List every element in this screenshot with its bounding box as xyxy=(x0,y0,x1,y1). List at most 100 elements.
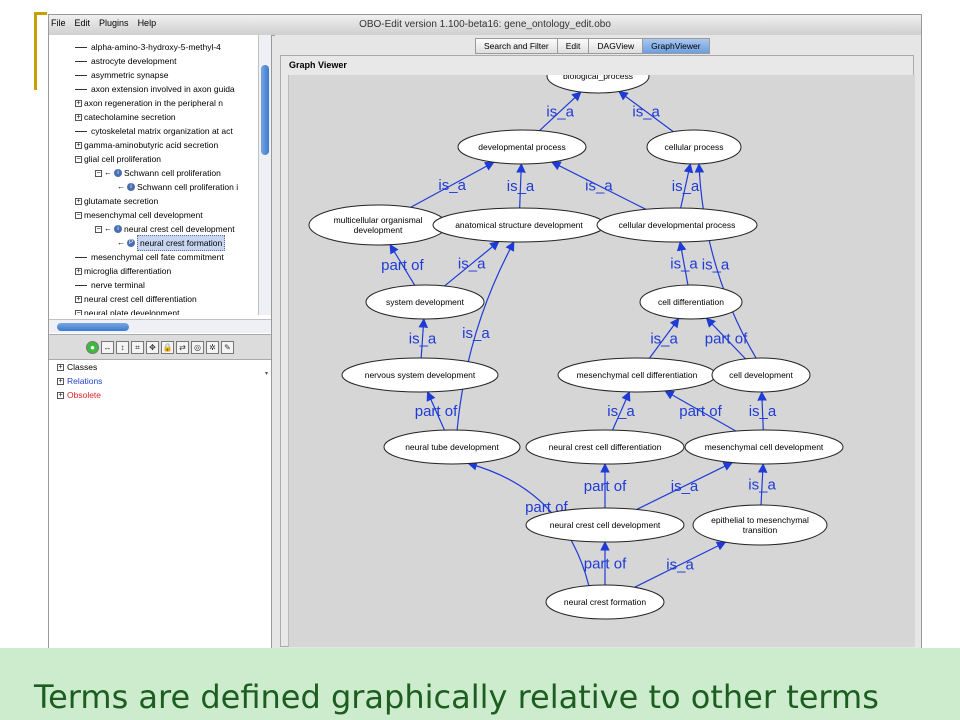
graph-edge[interactable] xyxy=(705,317,746,360)
graph-edge[interactable] xyxy=(516,163,526,209)
menu-plugins[interactable]: Plugins xyxy=(99,18,129,28)
is-a-relation-icon[interactable]: i xyxy=(127,183,135,191)
tree-horizontal-scrollbar[interactable] xyxy=(49,319,271,333)
graph-edge[interactable] xyxy=(551,161,647,210)
graph-node-ntd[interactable]: neural tube development xyxy=(383,429,521,465)
tree-row[interactable]: alpha-amino-3-hydroxy-5-methyl-4 xyxy=(75,40,221,54)
graph-node-asd[interactable]: anatomical structure development xyxy=(432,207,606,243)
graph-edge[interactable] xyxy=(389,243,416,286)
tab-search-and-filter[interactable]: Search and Filter xyxy=(475,38,557,54)
expand-plus-icon[interactable]: + xyxy=(75,197,82,205)
collapse-minus-icon[interactable]: − xyxy=(95,225,102,233)
node-ellipse[interactable] xyxy=(684,429,844,465)
tree-row[interactable]: +gamma-aminobutyric acid secretion xyxy=(75,138,218,152)
graph-edge[interactable] xyxy=(757,391,767,431)
graph-node-cdev[interactable]: cell development xyxy=(711,357,811,393)
graph-edge[interactable] xyxy=(456,241,515,431)
graph-node-sd[interactable]: system development xyxy=(365,284,485,320)
menu-edit[interactable]: Edit xyxy=(74,18,91,28)
tree-node-obsolete[interactable]: + Obsolete xyxy=(57,388,101,402)
graph-edge[interactable] xyxy=(680,163,694,209)
relation-arrow-icon[interactable]: ← xyxy=(117,182,125,191)
target-icon[interactable]: ◎ xyxy=(191,340,204,354)
expand-plus-icon[interactable]: + xyxy=(75,295,82,303)
node-ellipse[interactable] xyxy=(383,429,521,465)
tree-line[interactable] xyxy=(75,46,87,48)
expand-plus-icon[interactable]: + xyxy=(75,113,82,121)
expand-plus-icon[interactable]: + xyxy=(57,391,64,399)
expand-icon[interactable]: ↔ xyxy=(101,340,114,354)
graph-edge[interactable] xyxy=(636,462,734,510)
relation-arrow-icon[interactable]: ← xyxy=(117,238,125,247)
expand-plus-icon[interactable]: + xyxy=(75,267,82,275)
tab-edit[interactable]: Edit xyxy=(556,38,589,54)
graph-edge[interactable] xyxy=(426,391,446,431)
link-icon[interactable]: ⇄ xyxy=(176,340,189,354)
relation-arrow-icon[interactable]: ← xyxy=(104,224,112,233)
tree-node-relations[interactable]: + Relations xyxy=(57,374,102,388)
tree-line[interactable] xyxy=(75,74,87,76)
tree-row[interactable]: cytoskeletal matrix organization at act xyxy=(75,124,233,138)
expand-plus-icon[interactable]: + xyxy=(75,99,82,107)
graph-node-ncf[interactable]: neural crest formation xyxy=(545,584,665,620)
tree-row[interactable]: axon extension involved in axon guida xyxy=(75,82,235,96)
node-ellipse[interactable] xyxy=(711,357,811,393)
node-ellipse[interactable] xyxy=(457,129,587,165)
is-a-relation-icon[interactable]: i xyxy=(114,225,122,233)
graph-edge[interactable] xyxy=(418,318,429,359)
tree-line[interactable] xyxy=(75,256,87,258)
graph-edge[interactable] xyxy=(611,391,631,431)
graph-node-ncdev[interactable]: neural crest cell development xyxy=(525,507,685,543)
graph-node-mcdev[interactable]: mesenchymal cell development xyxy=(684,429,844,465)
graph-edge[interactable] xyxy=(467,461,590,586)
node-ellipse[interactable] xyxy=(525,429,685,465)
refresh-icon[interactable]: ● xyxy=(86,340,99,354)
tree-line[interactable] xyxy=(75,284,87,286)
expand-plus-icon[interactable]: + xyxy=(75,141,82,149)
graph-edge[interactable] xyxy=(618,90,674,133)
graph-edge[interactable] xyxy=(634,541,727,588)
graph-node-mcd[interactable]: mesenchymal cell differentiation xyxy=(557,357,717,393)
tree-vertical-scrollbar[interactable] xyxy=(258,35,271,315)
tree-node-classes[interactable]: + Classes xyxy=(57,360,97,374)
tree-row[interactable]: astrocyte development xyxy=(75,54,177,68)
graph-node-dp[interactable]: developmental process xyxy=(457,129,587,165)
graph-node-cdp[interactable]: cellular developmental process xyxy=(596,207,758,243)
graph-edge[interactable] xyxy=(444,240,500,287)
graph-edge[interactable] xyxy=(694,162,757,359)
is-a-relation-icon[interactable]: i xyxy=(114,169,122,177)
tree-line[interactable] xyxy=(75,130,87,132)
expand-plus-icon[interactable]: + xyxy=(57,377,64,385)
lock-icon[interactable]: 🔒 xyxy=(161,340,174,354)
node-ellipse[interactable] xyxy=(545,584,665,620)
expand-plus-icon[interactable]: + xyxy=(57,363,64,371)
collapse-minus-icon[interactable]: − xyxy=(75,211,82,219)
node-ellipse[interactable] xyxy=(525,507,685,543)
node-ellipse[interactable] xyxy=(341,357,499,393)
gear-icon[interactable]: ✲ xyxy=(206,340,219,354)
tree-row[interactable]: mesenchymal cell fate commitment xyxy=(75,250,224,264)
menu-file[interactable]: File xyxy=(51,18,66,28)
collapse-minus-icon[interactable]: − xyxy=(75,309,82,315)
graph-node-cdiff[interactable]: cell differentiation xyxy=(639,284,743,320)
tree-row[interactable]: +glutamate secretion xyxy=(75,194,158,208)
tree-row[interactable]: −mesenchymal cell development xyxy=(75,208,203,222)
graph-edge[interactable] xyxy=(539,91,582,132)
relation-arrow-icon[interactable]: ← xyxy=(104,168,112,177)
tree-row[interactable]: −neural plate development xyxy=(75,306,179,315)
graph-edge[interactable] xyxy=(410,161,495,208)
node-ellipse[interactable] xyxy=(646,129,742,165)
graph-node-nccd[interactable]: neural crest cell differentiation xyxy=(525,429,685,465)
tree-row[interactable]: +catecholamine secretion xyxy=(75,110,176,124)
tree-row[interactable]: +microglia differentiation xyxy=(75,264,171,278)
node-ellipse[interactable] xyxy=(365,284,485,320)
graph-edge[interactable] xyxy=(664,390,737,432)
merge-icon[interactable]: ⌗ xyxy=(131,340,144,354)
